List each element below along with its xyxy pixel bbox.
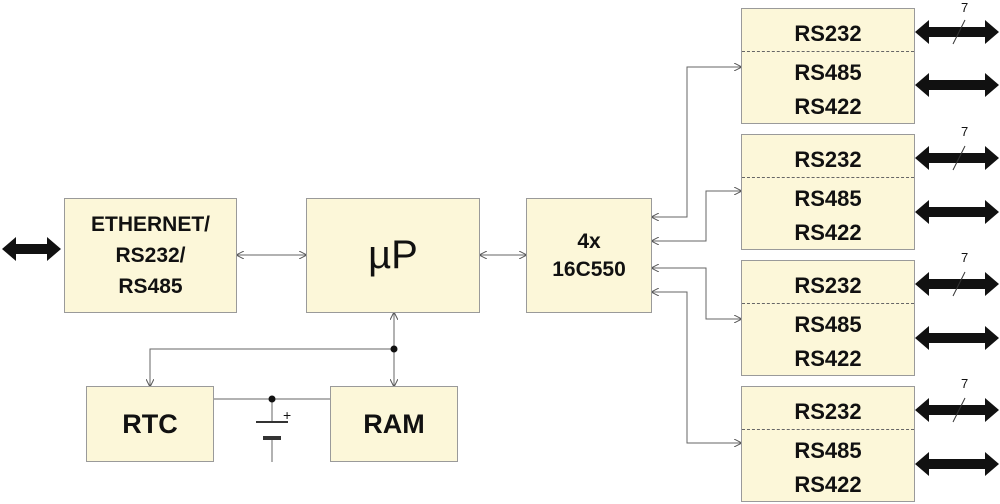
ethernet-label-3: RS485 <box>118 275 183 298</box>
cpu-label: µP <box>368 233 418 277</box>
port-label-rs232: RS232 <box>794 273 862 298</box>
link-uart-port1 <box>652 67 741 217</box>
port-label-rs232: RS232 <box>794 147 862 172</box>
port2-rs485-arrow <box>915 200 999 224</box>
ethernet-label-1: ETHERNET/ <box>90 213 210 236</box>
port-divider <box>742 177 914 178</box>
port1-rs485-arrow <box>915 73 999 97</box>
port-label-rs422: RS422 <box>794 472 862 497</box>
battery-junction <box>268 395 276 403</box>
ethernet-label-2: RS232/ <box>115 244 186 267</box>
port-label-rs232: RS232 <box>794 21 862 46</box>
battery-plus-label: + <box>283 407 292 423</box>
port-label-rs485: RS485 <box>794 60 862 85</box>
port4-rs485-arrow <box>915 452 999 476</box>
port-label-rs232: RS232 <box>794 399 862 424</box>
port-label-rs485: RS485 <box>794 438 862 463</box>
link-uart-port4 <box>652 292 741 443</box>
cpu-block: µP <box>306 198 480 313</box>
port-label-rs422: RS422 <box>794 220 862 245</box>
port1-line-count: 7 <box>961 0 969 15</box>
port-block-3: RS232 RS485 RS422 <box>741 260 915 376</box>
port4-bus-slash <box>952 397 966 423</box>
port-label-rs485: RS485 <box>794 312 862 337</box>
port-divider <box>742 429 914 430</box>
link-uart-port2 <box>652 191 741 241</box>
rtc-block: RTC <box>86 386 214 462</box>
port-label-rs422: RS422 <box>794 94 862 119</box>
port-label-rs422: RS422 <box>794 346 862 371</box>
port-divider <box>742 51 914 52</box>
ram-block: RAM <box>330 386 458 462</box>
port3-bus-slash <box>952 271 966 297</box>
ram-label: RAM <box>363 408 425 439</box>
port4-rs232-arrow <box>915 398 999 422</box>
port3-line-count: 7 <box>961 250 969 265</box>
port1-bus-slash <box>952 19 966 45</box>
port-block-1: RS232 RS485 RS422 <box>741 8 915 124</box>
link-bus-rtc <box>150 348 394 386</box>
port4-line-count: 7 <box>961 376 969 391</box>
port-block-4: RS232 RS485 RS422 <box>741 386 915 502</box>
port2-line-count: 7 <box>961 124 969 139</box>
rtc-label: RTC <box>122 408 178 439</box>
port-block-2: RS232 RS485 RS422 <box>741 134 915 250</box>
ethernet-io-arrow <box>2 237 61 261</box>
port-label-rs485: RS485 <box>794 186 862 211</box>
port3-rs232-arrow <box>915 272 999 296</box>
port2-bus-slash <box>952 145 966 171</box>
link-uart-port3 <box>652 268 741 319</box>
ethernet-block: ETHERNET/ RS232/ RS485 <box>64 198 237 313</box>
bus-junction <box>390 345 398 353</box>
uart-block: 4x 16C550 <box>526 198 652 313</box>
port1-rs232-arrow <box>915 20 999 44</box>
port2-rs232-arrow <box>915 146 999 170</box>
uart-label-2: 16C550 <box>552 257 626 281</box>
port3-rs485-arrow <box>915 326 999 350</box>
battery-icon <box>256 421 288 440</box>
uart-label-1: 4x <box>577 229 601 253</box>
port-divider <box>742 303 914 304</box>
